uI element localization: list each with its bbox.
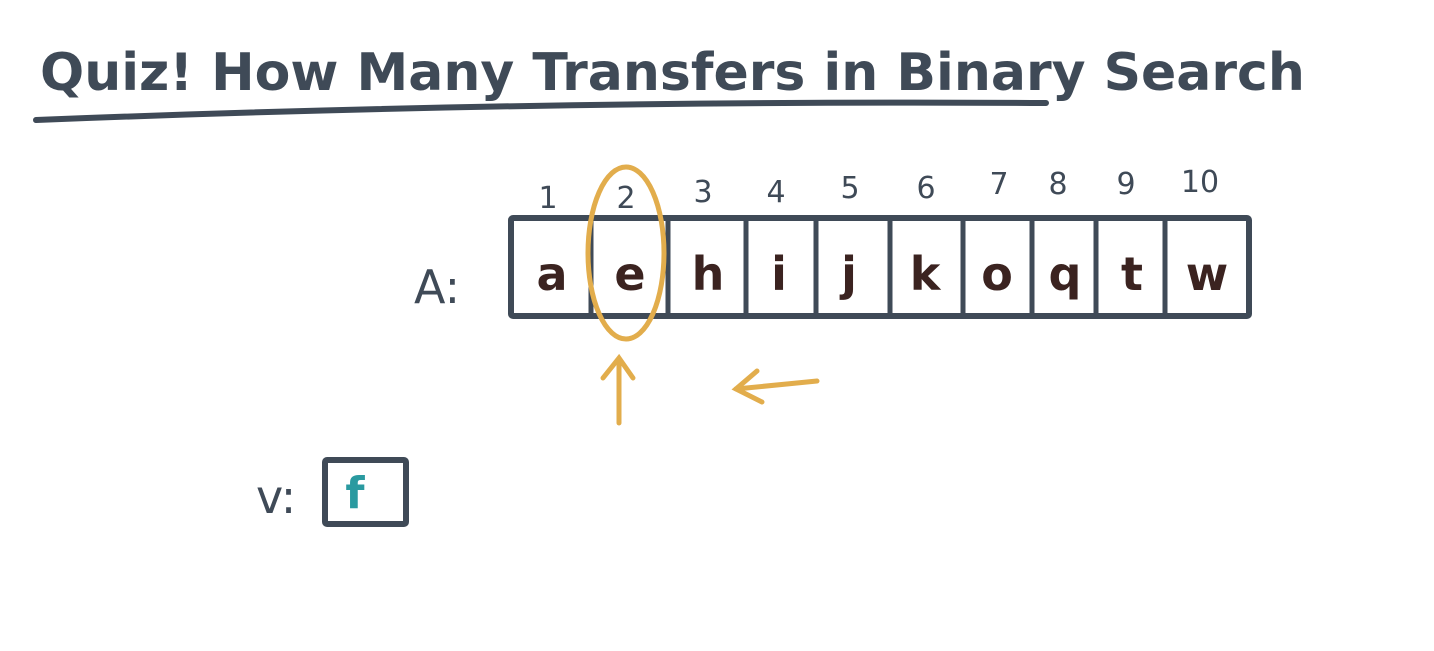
array-cell: t bbox=[1121, 247, 1143, 301]
array-cell: h bbox=[692, 247, 725, 301]
key-value: f bbox=[345, 468, 365, 519]
index-label: 9 bbox=[1116, 167, 1135, 202]
index-label: 2 bbox=[616, 181, 635, 216]
key-label: v: bbox=[256, 470, 296, 524]
index-label: 8 bbox=[1048, 167, 1067, 202]
array-cell: j bbox=[839, 247, 857, 301]
left-arrow-icon bbox=[731, 368, 820, 405]
array-cell: e bbox=[614, 247, 645, 301]
array-cell: k bbox=[910, 247, 942, 301]
index-label: 3 bbox=[693, 175, 712, 210]
page-title: Quiz! How Many Transfers in Binary Searc… bbox=[40, 43, 1305, 103]
array-label: A: bbox=[414, 260, 460, 314]
title-underline bbox=[33, 99, 1049, 123]
array-cell: a bbox=[536, 247, 567, 301]
index-label: 4 bbox=[766, 175, 785, 210]
array-cell: q bbox=[1049, 247, 1082, 301]
array-cells: a e h i j k o q t w bbox=[536, 247, 1228, 301]
key-box bbox=[322, 457, 409, 527]
index-label: 5 bbox=[840, 171, 859, 206]
highlight-ellipse bbox=[585, 164, 667, 342]
array-indices: 1 2 3 4 5 6 7 8 9 10 bbox=[538, 165, 1219, 216]
index-label: 1 bbox=[538, 181, 557, 216]
array-cell: w bbox=[1186, 247, 1229, 301]
index-label: 6 bbox=[916, 171, 935, 206]
up-arrow-icon bbox=[600, 353, 636, 426]
index-label: 7 bbox=[989, 167, 1008, 202]
array-cell: o bbox=[981, 247, 1013, 301]
array-box bbox=[508, 215, 1252, 319]
array-dividers bbox=[588, 220, 1168, 314]
array-cell: i bbox=[771, 247, 787, 301]
index-label: 10 bbox=[1181, 165, 1219, 200]
